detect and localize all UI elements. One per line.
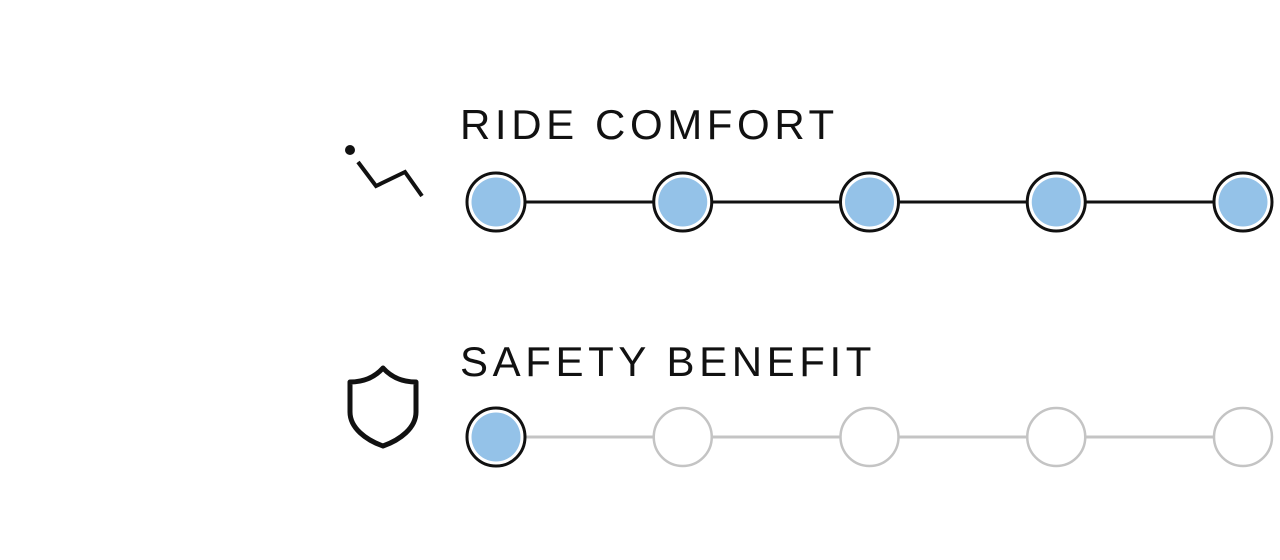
seat-recline-icon	[345, 145, 424, 198]
rating-dot-empty	[652, 406, 713, 468]
rating-dot-filled	[465, 171, 527, 233]
rating-label-ride-comfort: RIDE COMFORT	[460, 101, 839, 148]
rating-dot-filled	[839, 171, 900, 233]
rating-label-safety-benefit: SAFETY BENEFIT	[460, 338, 877, 385]
rating-dot-filled	[465, 406, 527, 468]
rating-dot-empty	[839, 406, 900, 468]
rating-dot-filled	[1025, 171, 1087, 233]
shield-icon	[347, 365, 419, 449]
rating-scale-ride-comfort	[465, 171, 1274, 233]
rating-dot-empty	[1212, 406, 1274, 468]
rating-dot-empty	[1026, 406, 1087, 468]
rating-row-safety-benefit: SAFETY BENEFIT	[0, 236, 1280, 468]
rating-dot-filled	[1212, 171, 1274, 233]
rating-row-ride-comfort: RIDE COMFORT	[0, 0, 1280, 233]
rating-dot-filled	[652, 171, 714, 233]
rating-scale-safety-benefit	[465, 406, 1274, 468]
